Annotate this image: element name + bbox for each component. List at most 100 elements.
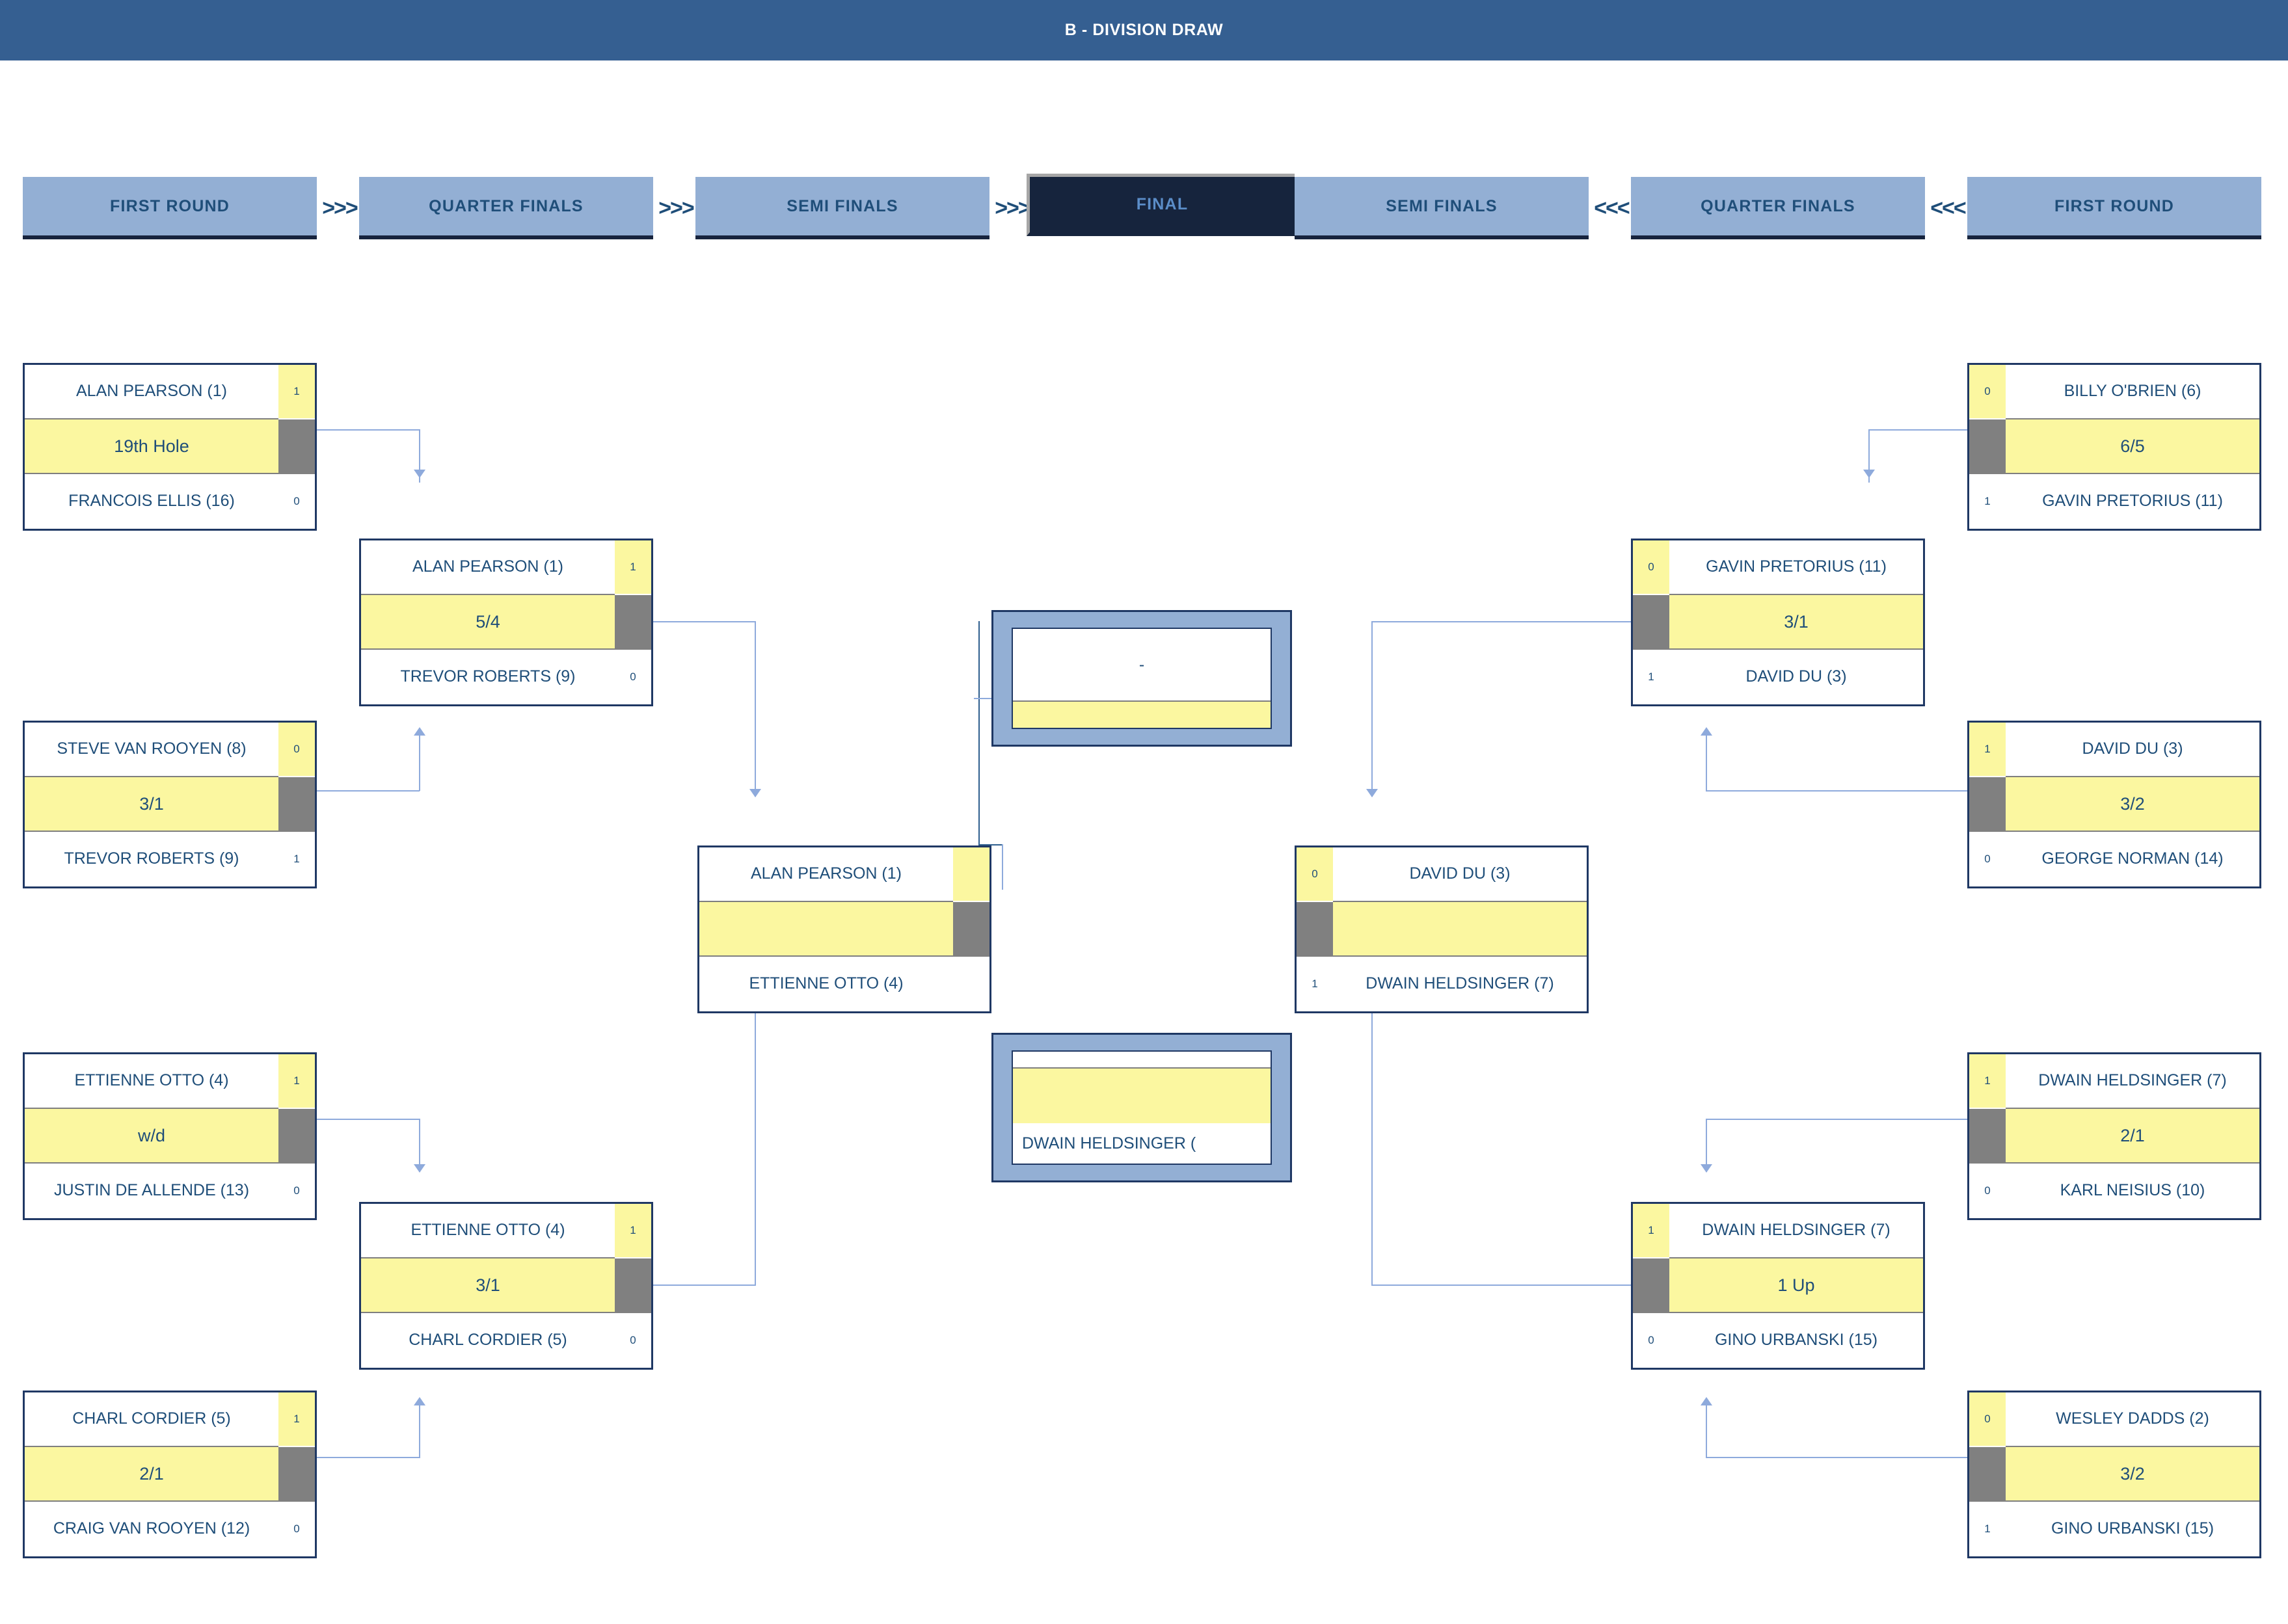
connector-arrow-up-icon: [1701, 727, 1712, 736]
round-header-label: FIRST ROUND: [2054, 196, 2175, 215]
final-box-bottom[interactable]: DWAIN HELDSINGER (: [991, 1033, 1292, 1182]
player-name-top: ALAN PEARSON (1): [25, 365, 278, 419]
final-inner-top: -: [1012, 628, 1272, 729]
player-name-bottom: KARL NEISIUS (10): [2060, 1181, 2205, 1200]
score-divider: [1969, 1109, 2006, 1164]
connector-line: [317, 790, 420, 792]
chevron-right-icon-2: >>>: [658, 195, 695, 220]
connector-line: [1706, 1119, 1971, 1120]
match-result: 3/2: [2006, 777, 2259, 832]
connector-line: [974, 698, 1006, 699]
match-result: 1 Up: [1669, 1258, 1923, 1313]
connector-arrow-down-icon: [1366, 789, 1378, 797]
player-score-top: 1: [1969, 723, 2006, 777]
player-score-top: 0: [1969, 1392, 2006, 1447]
player-score-top: 1: [1969, 1054, 2006, 1109]
match-block[interactable]: BILLY O'BRIEN (6) 6/5 GAVIN PRETORIUS (1…: [1967, 363, 2261, 531]
score-divider: [278, 419, 315, 474]
player-score-bottom: 0: [1633, 1313, 1669, 1368]
score-divider: [1969, 419, 2006, 474]
connector-arrow-up-icon: [1701, 1397, 1712, 1405]
match-block[interactable]: ETTIENNE OTTO (4) w/d JUSTIN DE ALLENDE …: [23, 1052, 317, 1220]
score-divider: [615, 595, 651, 650]
match-block[interactable]: STEVE VAN ROOYEN (8) 3/1 TREVOR ROBERTS …: [23, 721, 317, 888]
player-score-top: 1: [278, 1054, 315, 1109]
player-name-top: WESLEY DADDS (2): [2006, 1392, 2259, 1447]
match-result: [1333, 902, 1587, 957]
player-name-top: DWAIN HELDSINGER (7): [1669, 1204, 1923, 1258]
match-block[interactable]: ETTIENNE OTTO (4) 3/1 CHARL CORDIER (5) …: [359, 1202, 653, 1370]
score-divider: [1297, 902, 1333, 957]
connector-line: [1371, 621, 1632, 622]
connector-arrow-down-icon: [414, 1164, 425, 1173]
score-divider: [615, 1258, 651, 1313]
match-block[interactable]: ALAN PEARSON (1) ETTIENNE OTTO (4): [697, 845, 991, 1013]
match-result: 6/5: [2006, 419, 2259, 474]
player-name-bottom: GEORGE NORMAN (14): [2041, 849, 2224, 868]
round-header-quarter-finals-right: QUARTER FINALS: [1631, 177, 1925, 239]
round-header-label: FIRST ROUND: [109, 196, 230, 215]
match-block[interactable]: DAVID DU (3) 3/2 GEORGE NORMAN (14) 1 0: [1967, 721, 2261, 888]
connector-line: [419, 1119, 420, 1172]
player-score-bottom: 0: [1969, 1164, 2006, 1218]
player-name-top: DAVID DU (3): [2006, 723, 2259, 777]
connector-line: [755, 1002, 756, 1286]
final-name-bottom: DWAIN HELDSINGER (: [1013, 1123, 1271, 1164]
connector-line: [1706, 1405, 1707, 1458]
match-result: 19th Hole: [25, 419, 278, 474]
match-block[interactable]: DAVID DU (3) DWAIN HELDSINGER (7) 0 1: [1295, 845, 1589, 1013]
connector-line: [419, 1405, 420, 1458]
match-block[interactable]: WESLEY DADDS (2) 3/2 GINO URBANSKI (15) …: [1967, 1391, 2261, 1558]
player-score-top: 1: [278, 1392, 315, 1447]
chevron-right-icon-1: >>>: [322, 195, 358, 220]
player-score-bottom: 1: [1633, 650, 1669, 704]
player-score-bottom: 0: [1969, 832, 2006, 886]
connector-line: [1706, 1119, 1707, 1172]
round-header-label: SEMI FINALS: [1386, 196, 1498, 215]
player-name-bottom: CHARL CORDIER (5): [409, 1331, 567, 1350]
round-header-final: FINAL: [1027, 174, 1295, 236]
page-title-bar: B - DIVISION DRAW: [0, 0, 2288, 60]
final-result-top: -: [1013, 629, 1271, 700]
connector-line: [419, 429, 420, 483]
player-name-bottom: CRAIG VAN ROOYEN (12): [53, 1519, 250, 1538]
connector-line: [1868, 429, 1971, 431]
player-name-top: CHARL CORDIER (5): [25, 1392, 278, 1447]
connector-line: [653, 1285, 756, 1286]
player-score-bottom: 0: [278, 474, 315, 529]
connector-line: [1706, 790, 1971, 792]
match-block[interactable]: CHARL CORDIER (5) 2/1 CRAIG VAN ROOYEN (…: [23, 1391, 317, 1558]
connector-line: [978, 844, 1002, 845]
connector-line: [1706, 735, 1707, 791]
match-result: 5/4: [361, 595, 615, 650]
player-score-bottom: 1: [278, 832, 315, 886]
player-name-top: ETTIENNE OTTO (4): [25, 1054, 278, 1109]
match-block[interactable]: DWAIN HELDSINGER (7) 1 Up GINO URBANSKI …: [1631, 1202, 1925, 1370]
chevron-left-icon-1: <<<: [1594, 195, 1630, 220]
final-box-top[interactable]: -: [991, 610, 1292, 747]
round-header-first-round-right: FIRST ROUND: [1967, 177, 2261, 239]
round-header-semi-finals-left: SEMI FINALS: [695, 177, 989, 239]
player-name-bottom: GINO URBANSKI (15): [1714, 1331, 1878, 1350]
match-result: [699, 902, 953, 957]
connector-line: [317, 1119, 420, 1120]
match-block[interactable]: ALAN PEARSON (1) 5/4 TREVOR ROBERTS (9) …: [359, 539, 653, 706]
match-block[interactable]: GAVIN PRETORIUS (11) 3/1 DAVID DU (3) 0 …: [1631, 539, 1925, 706]
player-score-bottom: 0: [615, 650, 651, 704]
player-name-bottom: FRANCOIS ELLIS (16): [68, 492, 235, 511]
score-divider: [1633, 595, 1669, 650]
match-result: 3/1: [25, 777, 278, 832]
match-block[interactable]: DWAIN HELDSINGER (7) 2/1 KARL NEISIUS (1…: [1967, 1052, 2261, 1220]
final-inner-bottom: DWAIN HELDSINGER (: [1012, 1050, 1272, 1165]
player-score-top: 0: [1633, 540, 1669, 595]
score-divider: [1633, 1258, 1669, 1313]
score-divider: [278, 777, 315, 832]
player-score-top: [953, 847, 989, 902]
connector-arrow-down-icon: [1863, 470, 1875, 478]
match-result: w/d: [25, 1109, 278, 1164]
player-name-bottom: GAVIN PRETORIUS (11): [2042, 492, 2223, 511]
player-score-bottom: [953, 957, 989, 1011]
player-score-bottom: 0: [278, 1502, 315, 1556]
match-block[interactable]: ALAN PEARSON (1) 19th Hole FRANCOIS ELLI…: [23, 363, 317, 531]
